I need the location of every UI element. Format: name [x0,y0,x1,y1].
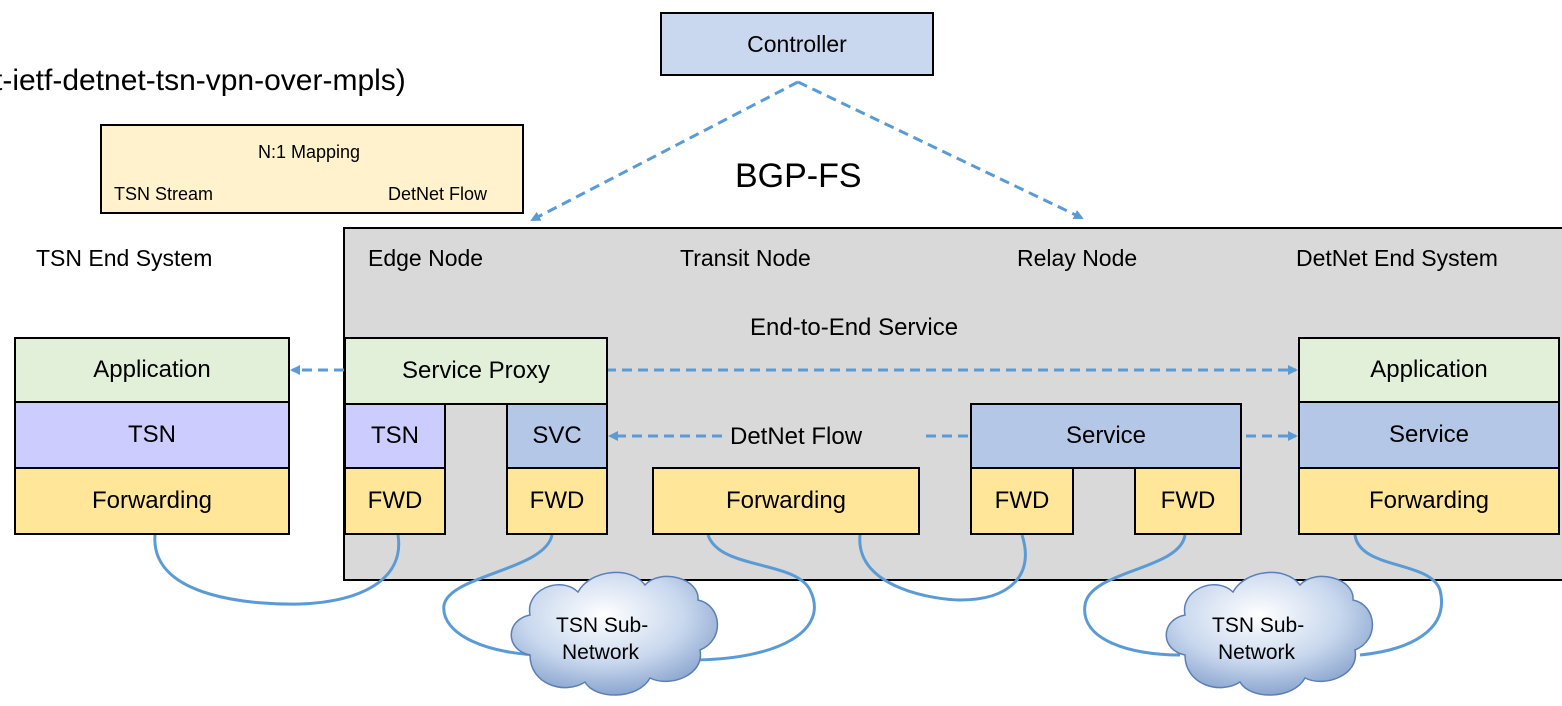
relay-fwd-right: FWD [1134,467,1242,535]
mapping-legend: N:1 Mapping TSN Stream DetNet Flow [100,124,524,214]
controller-arrow-left [530,80,799,222]
tsn-end-tsn: TSN [14,401,290,469]
physical-links [153,534,1443,662]
edge-svc: SVC [506,403,608,469]
link-tsn-end-edge [153,534,401,606]
edge-fwd-right: FWD [506,467,608,535]
detnet-end-system-label: DetNet End System [1296,245,1498,271]
transit-forwarding: Forwarding [652,467,920,535]
link-cloud2-right [1353,534,1443,657]
legend-to: DetNet Flow [388,184,488,204]
end-to-end-service-label: End-to-End Service [750,314,959,341]
controller-arrow-right [797,80,1084,220]
link-relay-cloud2-left [1083,534,1187,657]
tsn-subnetwork-cloud-2 [1165,571,1374,696]
controller-box: Controller [660,12,934,76]
link-cloud1-right [689,534,816,662]
transit-node-label: Transit Node [680,245,811,271]
detnet-flow-label: DetNet Flow [730,423,863,450]
edge-service-proxy: Service Proxy [344,337,608,405]
document-title: t-ietf-detnet-tsn-vpn-over-mpls) [0,64,406,97]
cloud-1-label-line2: Network [562,641,640,664]
cloud-1-label-line1: TSN Sub- [556,614,649,637]
tsn-subnetwork-cloud-1 [510,571,719,696]
legend-from: TSN Stream [114,184,214,204]
tsn-end-application: Application [14,337,290,403]
detnet-end-application: Application [1298,337,1560,403]
cloud-2-label-line1: TSN Sub- [1212,614,1305,637]
relay-service: Service [970,403,1242,469]
relay-node-label: Relay Node [1017,245,1138,271]
tsn-end-system-label: TSN End System [36,245,213,271]
detnet-end-service: Service [1298,401,1560,469]
edge-fwd-left: FWD [344,467,446,535]
link-transit-relay [858,534,1027,602]
cloud-2-label-line2: Network [1218,641,1296,664]
legend-title: N:1 Mapping [258,142,361,162]
relay-fwd-left: FWD [970,467,1074,535]
bgp-fs-label: BGP-FS [735,157,862,195]
tsn-end-forwarding: Forwarding [14,467,290,535]
edge-node-label: Edge Node [368,245,484,271]
edge-tsn: TSN [344,403,446,469]
detnet-end-forwarding: Forwarding [1298,467,1560,535]
link-edge-cloud1-left [442,534,554,657]
